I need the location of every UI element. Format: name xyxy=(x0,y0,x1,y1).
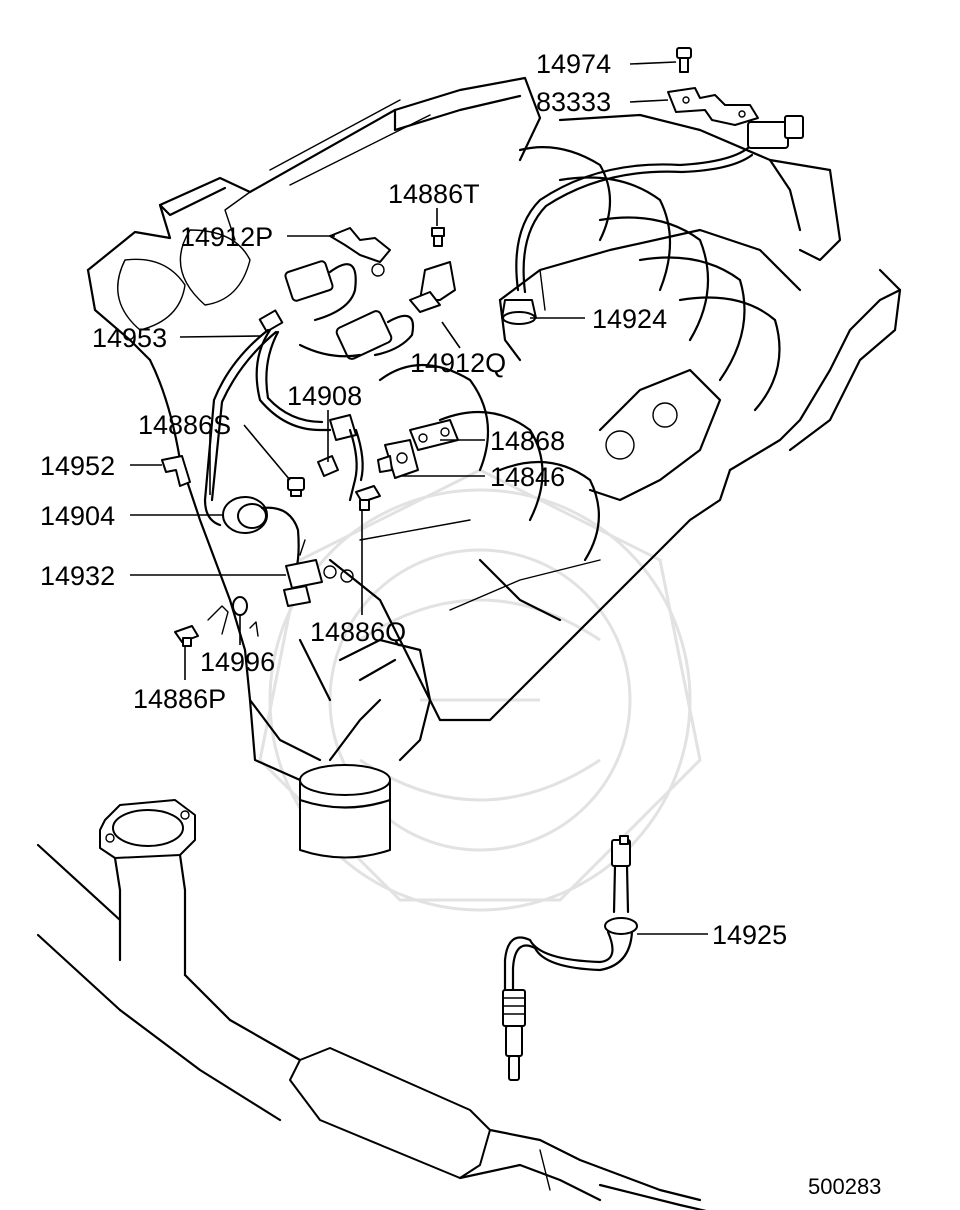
exhaust-front-pipe xyxy=(36,799,707,1210)
connector-pair xyxy=(284,260,415,360)
callout-14974: 14974 xyxy=(536,49,611,79)
callout-14868: 14868 xyxy=(490,426,565,456)
callout-83333: 83333 xyxy=(536,87,611,117)
callout-14996: 14996 xyxy=(200,647,275,677)
leader-lines xyxy=(130,61,708,935)
washer-14996 xyxy=(207,596,259,637)
callout-14952: 14952 xyxy=(40,451,115,481)
sensor-14924 xyxy=(501,115,804,325)
callout-14912P: 14912P xyxy=(180,222,273,252)
callout-14886S: 14886S xyxy=(138,410,231,440)
sensor-14868 xyxy=(409,419,459,451)
callout-14846: 14846 xyxy=(490,462,565,492)
bracket-14912P xyxy=(329,227,456,313)
callout-14932: 14932 xyxy=(40,561,115,591)
callout-14908: 14908 xyxy=(287,381,362,411)
bolt-14974 xyxy=(676,47,692,73)
callout-14886Q: 14886Q xyxy=(310,617,406,647)
callout-14912Q: 14912Q xyxy=(410,348,506,378)
sensor-14925 xyxy=(502,835,638,1081)
callout-14886T: 14886T xyxy=(388,179,480,209)
bracket-83333 xyxy=(667,87,759,126)
callout-14904: 14904 xyxy=(40,501,115,531)
watermark-emblem xyxy=(258,468,702,912)
sensor-14932 xyxy=(283,539,354,607)
callout-14953: 14953 xyxy=(92,323,167,353)
callout-14925: 14925 xyxy=(712,920,787,950)
callout-labels: 14974 83333 14886T 14912P 14924 14953 14… xyxy=(40,49,881,1199)
bolt-14886T xyxy=(431,227,445,247)
sensor-14908 xyxy=(317,414,364,502)
bolt-14886Q xyxy=(355,485,381,511)
callout-14886P: 14886P xyxy=(133,684,226,714)
bolt-14886S xyxy=(287,477,305,497)
harness-14953 xyxy=(203,309,332,527)
sensor-14846 xyxy=(377,439,419,479)
engine-block xyxy=(86,76,902,859)
diagram-number: 500283 xyxy=(808,1174,881,1199)
bracket-14952 xyxy=(161,455,191,487)
grommet-14904 xyxy=(222,496,300,572)
callout-14924: 14924 xyxy=(592,304,667,334)
bolt-14886P xyxy=(174,625,199,647)
